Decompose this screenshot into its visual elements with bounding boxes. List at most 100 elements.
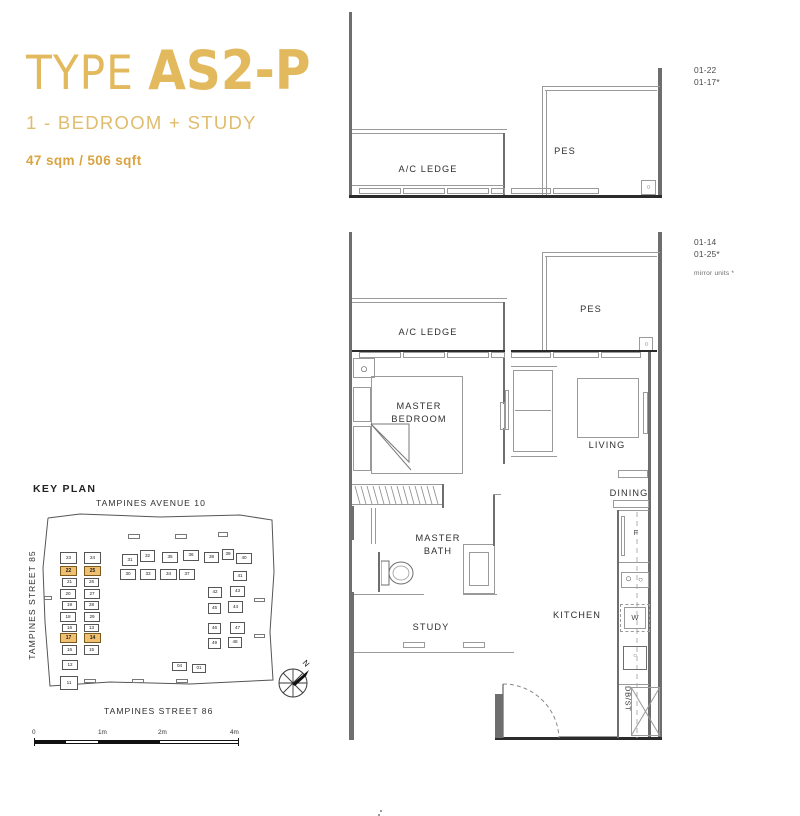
keyplan-street-top: TAMPINES AVENUE 10 — [96, 498, 206, 508]
pes-left-line — [542, 252, 543, 352]
keyplan-block: 20 — [60, 589, 76, 599]
bath-inner-line — [371, 508, 372, 544]
keyplan-block: 26 — [84, 578, 99, 587]
scale-segment — [34, 740, 66, 744]
ledge-slat — [447, 352, 489, 358]
sink — [623, 646, 647, 670]
pes-top-line — [542, 252, 660, 253]
toilet-icon — [381, 560, 414, 586]
keyplan-block: 45 — [208, 603, 221, 614]
keyplan-block: 13 — [84, 624, 99, 632]
pes-sill — [553, 352, 599, 358]
keyplan-block: 38 — [204, 552, 219, 563]
keyplan-block-highlighted: 25 — [84, 566, 101, 576]
ac-ledge-top-line — [352, 298, 507, 299]
room-label-ac-ledge: A/C LEDGE — [398, 327, 458, 337]
fridge-door — [621, 516, 625, 556]
keyplan-block: 24 — [84, 552, 101, 564]
ac-ledge-bottom-line — [352, 185, 504, 186]
room-label-pes-top: PES — [554, 146, 576, 156]
study-left-wall — [352, 592, 354, 740]
shower-wall — [493, 494, 495, 546]
side-unit — [505, 390, 509, 430]
unit-area: 47 sqm / 506 sqft — [26, 153, 142, 168]
study-desk-line — [354, 652, 514, 653]
keyplan-block: 12 — [62, 660, 78, 670]
bedroom-right-wall-lower — [503, 428, 505, 464]
scale-tick-label: 1m — [98, 729, 107, 736]
room-label-dining: DINING — [609, 488, 649, 498]
entrance-door-panel — [495, 694, 503, 738]
shower-bottom-line — [463, 594, 497, 595]
unit-subtitle: 1 - BEDROOM + STUDY — [26, 112, 257, 133]
living-window — [643, 392, 648, 434]
wardrobe-hatch-icon — [354, 485, 439, 505]
room-label-kitchen: KITCHEN — [552, 610, 602, 620]
sink-drain-icon: ○ — [633, 653, 637, 659]
keyplan-block: 27 — [84, 589, 100, 599]
wardrobe-bottom-line — [352, 504, 444, 505]
room-label-study: STUDY — [412, 622, 450, 632]
keyplan-block-tag — [218, 532, 228, 537]
hob — [621, 572, 649, 588]
keyplan-block-tag — [132, 679, 144, 683]
keyplan-block-tag — [254, 634, 265, 638]
wall-right-inner — [648, 350, 651, 740]
round-table-icon: ○ — [360, 361, 368, 376]
room-label-ac-ledge-top: A/C LEDGE — [398, 164, 458, 174]
wall-bottom — [495, 737, 662, 740]
title-prefix: TYPE — [26, 46, 149, 101]
wardrobe-top-line — [352, 484, 444, 485]
keyplan-block: 01 — [192, 664, 206, 673]
dining-table-bottom — [613, 500, 649, 508]
ac-ledge-right-wall — [503, 133, 505, 195]
dbst-left-wall — [617, 684, 619, 738]
keyplan-block: 30 — [120, 569, 136, 580]
keyplan-block: 23 — [60, 552, 77, 564]
kitchen-centre-dashed-icon — [636, 512, 638, 738]
hob-burner-icon: ○ — [638, 575, 643, 584]
washer-zone — [620, 604, 650, 632]
wall-right-outer — [658, 232, 662, 740]
keyplan-title: KEY PLAN — [33, 483, 97, 495]
washer — [624, 607, 646, 629]
keyplan-block: 21 — [62, 578, 77, 587]
unit-code: 01-14 — [694, 237, 717, 247]
keyplan-block: 32 — [140, 550, 155, 562]
keyplan-block: 48 — [228, 637, 242, 648]
unit-codes-upper: 01-22 01-17* — [694, 64, 720, 88]
shower-drain — [469, 552, 489, 586]
shower-tray — [463, 544, 495, 594]
pes-tap-icon: ○ — [644, 341, 649, 348]
ledge-slat — [491, 352, 505, 358]
keyplan-block-tag — [84, 679, 96, 683]
pes-sill — [553, 188, 599, 194]
keyplan-block-tag — [128, 534, 140, 539]
spacer — [380, 810, 382, 812]
scale-tick-label: 2m — [158, 729, 167, 736]
kitchen-div-1 — [619, 562, 649, 563]
unit-code: 01-25* — [694, 249, 720, 260]
wall-bottom — [349, 195, 662, 198]
sofa-back — [511, 366, 557, 367]
scale-segment — [98, 740, 160, 744]
store-cross-icon — [631, 687, 661, 737]
keyplan-block: 31 — [122, 554, 138, 566]
ledge-slat — [359, 352, 401, 358]
keyplan-street-left: TAMPINES STREET 85 — [27, 550, 37, 660]
bath-inner-line2 — [375, 508, 376, 544]
ac-ledge-top-line2 — [352, 133, 504, 134]
bedroom-right-wall-upper — [503, 358, 505, 404]
keyplan-block: 29 — [84, 612, 100, 622]
wardrobe-end-wall — [442, 484, 444, 508]
keyplan-block: 04 — [172, 662, 187, 671]
ledge-slat — [359, 188, 401, 194]
pes-sill — [511, 352, 551, 358]
pes-sill — [601, 352, 641, 358]
keyplan-block: 42 — [208, 587, 222, 598]
kitchen-top-line — [619, 510, 649, 511]
keyplan-block: 11 — [60, 676, 78, 690]
keyplan-block: 39 — [222, 549, 234, 560]
